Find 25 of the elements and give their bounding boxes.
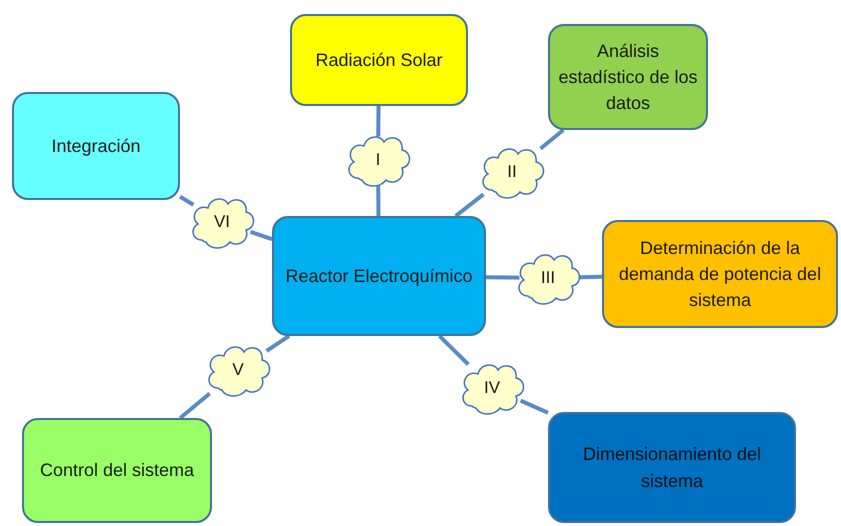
box-label: Radiación Solar (315, 48, 443, 72)
rounded-box (548, 24, 708, 130)
connector-line (539, 128, 565, 150)
box-label: Determinación de la demanda de potencia del sistema (618, 236, 822, 312)
box-label: Dimensionamiento del sistema (582, 443, 762, 492)
rounded-box (548, 412, 796, 523)
rounded-box (290, 14, 468, 106)
connector-line (520, 398, 549, 415)
connector-line (376, 106, 381, 136)
box-label: Integración (51, 134, 141, 158)
rounded-box (272, 216, 486, 336)
connector-line (486, 275, 520, 280)
connector-line (438, 334, 470, 366)
box-label: Análisis estadístico de los datos (558, 40, 698, 116)
box-label: Reactor Electroquímico (285, 264, 473, 288)
rounded-box (22, 418, 212, 523)
connector-line (376, 184, 380, 216)
connector-line (454, 192, 485, 218)
connector-line (265, 334, 290, 353)
connector-line (178, 392, 211, 420)
rounded-box (602, 220, 838, 328)
rounded-box (12, 92, 180, 200)
connector-line (178, 194, 194, 206)
connector-line (250, 230, 273, 242)
box-label: Control del sistema (40, 459, 194, 482)
